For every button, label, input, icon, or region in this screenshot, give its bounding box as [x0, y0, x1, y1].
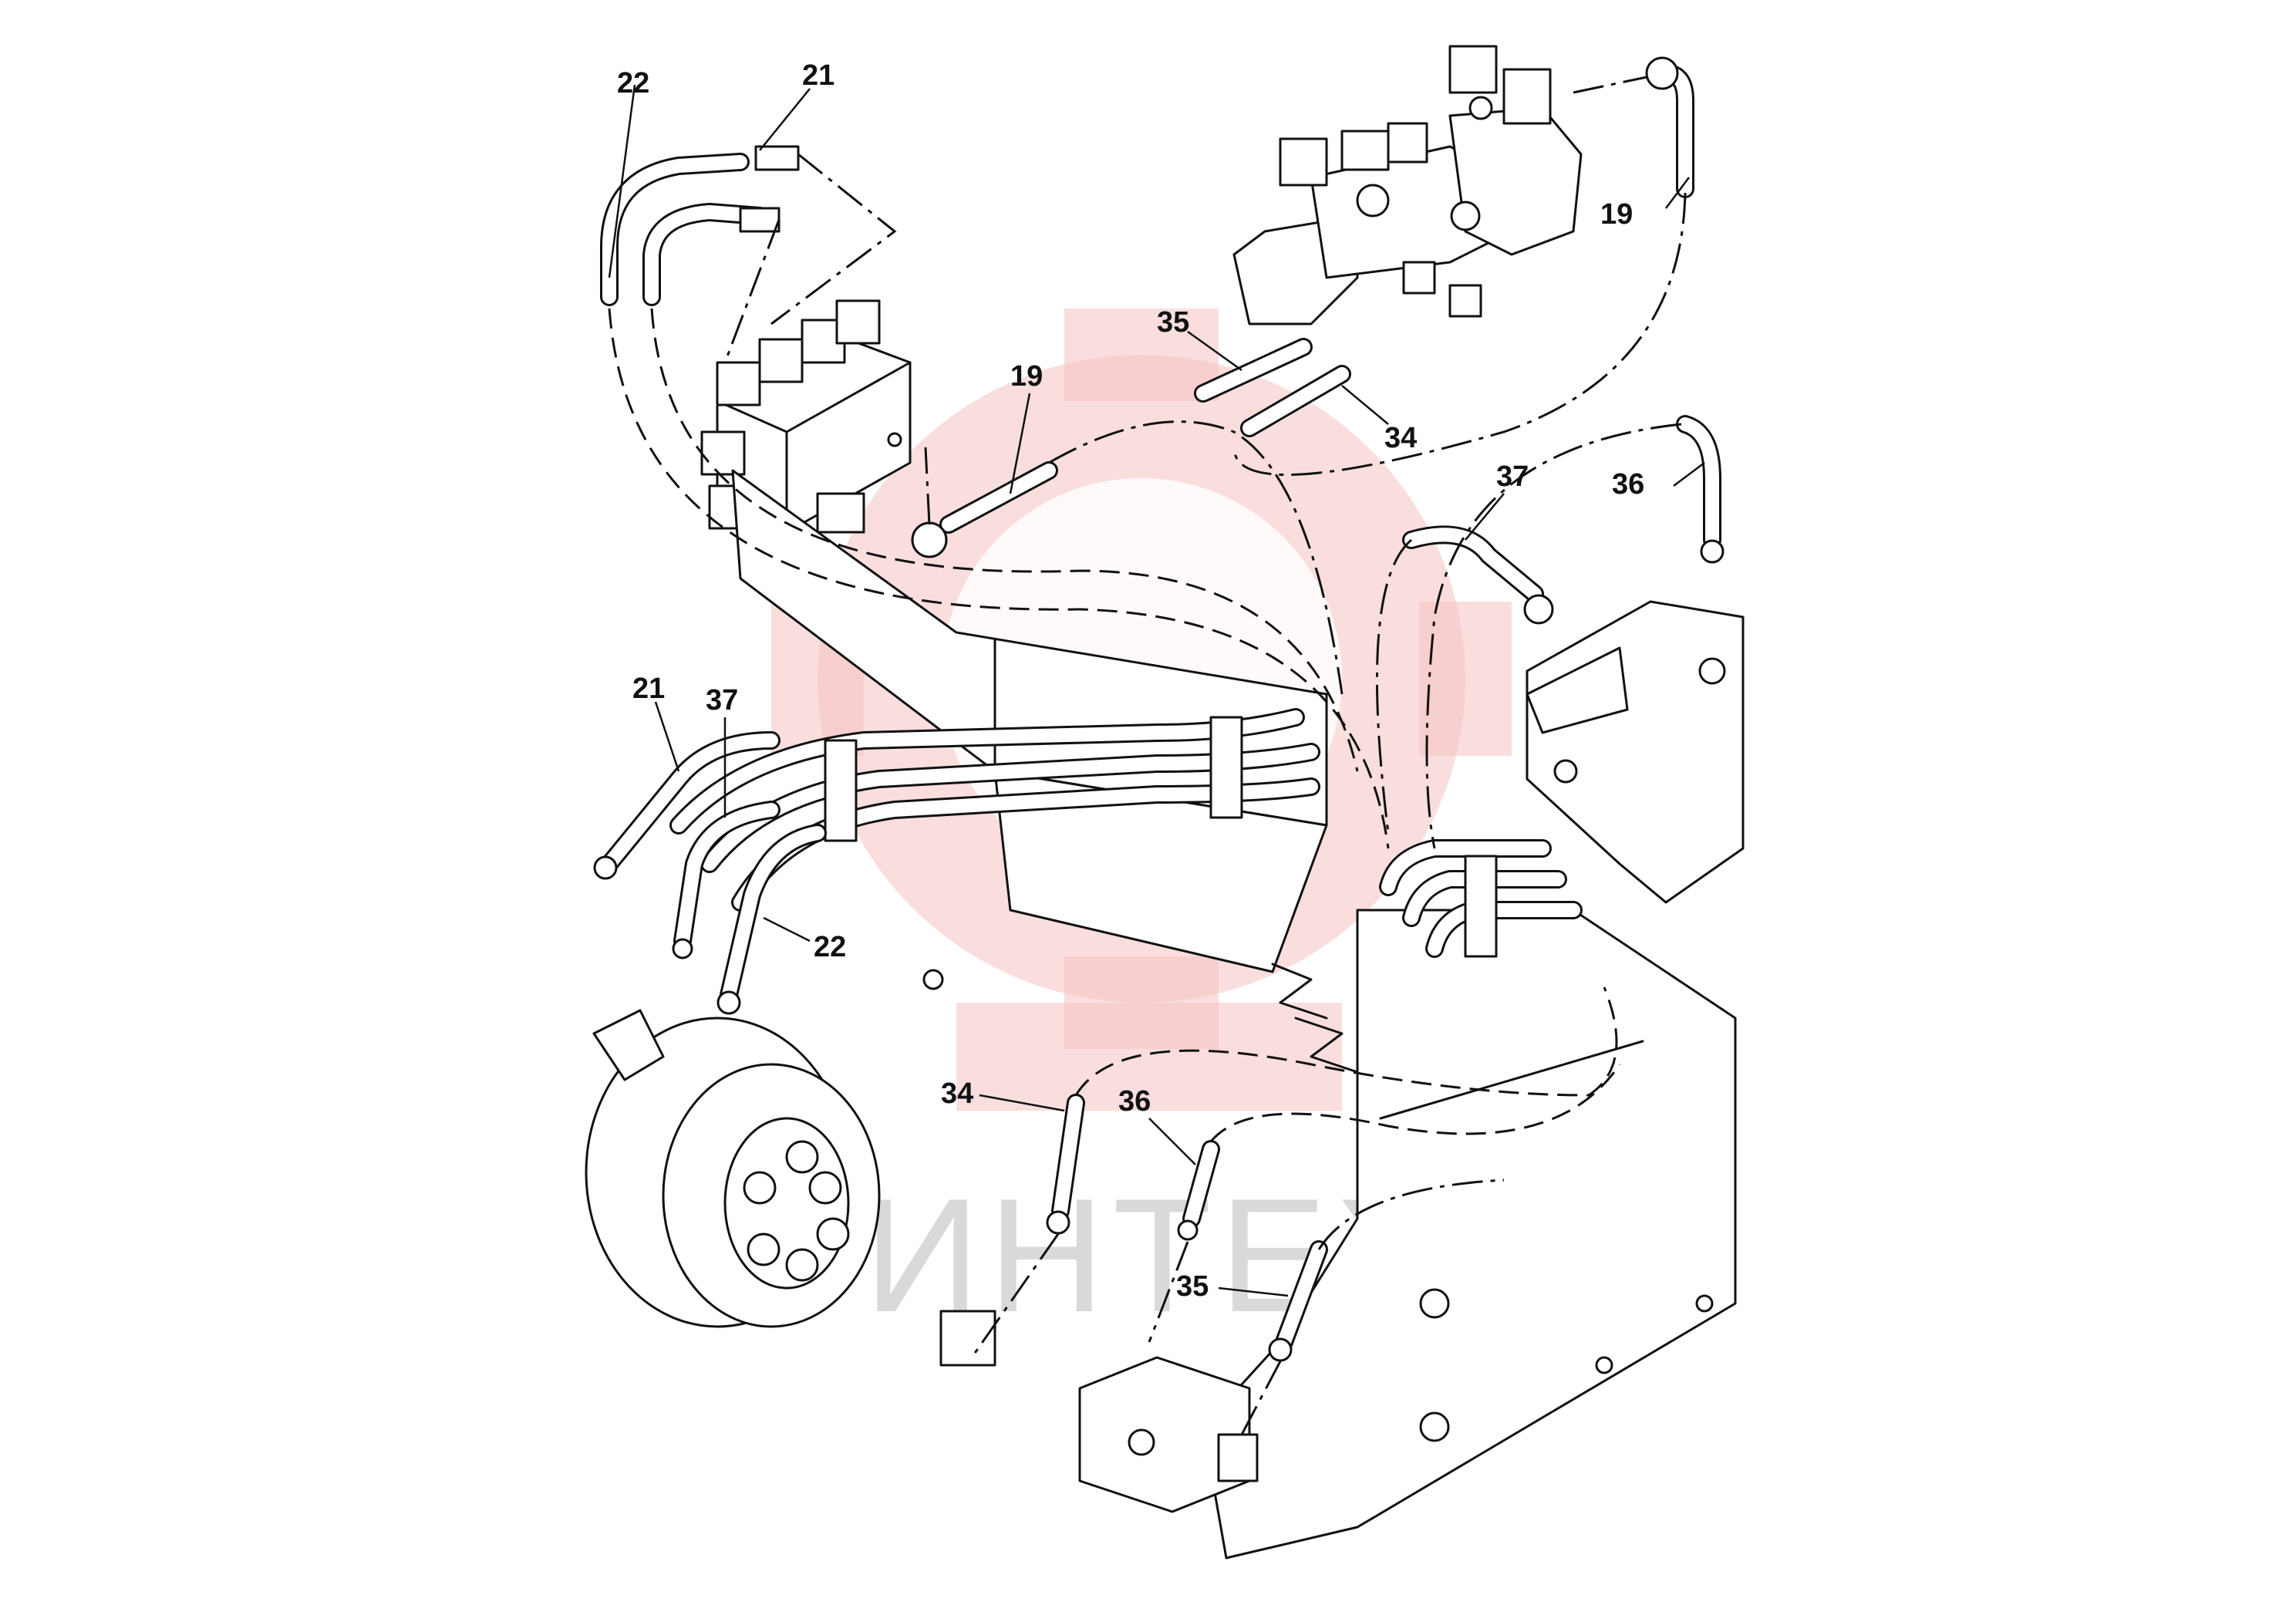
route-line-19-right: [1232, 192, 1687, 477]
callout-37: 37: [706, 684, 738, 717]
hose-36-bottom: [1177, 1140, 1220, 1241]
leader-19b: [1665, 177, 1690, 209]
leader-36a: [1673, 462, 1705, 487]
hose-22-top: [600, 153, 750, 306]
route-line-36-bottom: [1209, 1064, 1621, 1142]
route-line-35-bottom: [1317, 1179, 1505, 1250]
hose-35-bottom: [1268, 1240, 1328, 1362]
callout-35: 35: [1176, 1270, 1209, 1303]
leader-35a: [1187, 330, 1242, 372]
route-line-36: [1425, 423, 1682, 849]
route-line-34: [1074, 986, 1618, 1097]
route-line-35-lower: [1240, 1361, 1282, 1435]
hose-37-left: [672, 801, 781, 959]
route-line-36-lower: [1148, 1241, 1189, 1343]
fitting-21-top-a: [754, 145, 800, 171]
hose-clamp-b: [1209, 716, 1243, 819]
route-line-19-left: [1048, 420, 1344, 695]
frame-lower-body: [1202, 909, 1737, 1560]
callout-21: 21: [632, 673, 665, 705]
leader-35b: [1218, 1286, 1289, 1297]
callout-35: 35: [1157, 306, 1189, 339]
hose-clamp-a: [824, 739, 858, 842]
valve-block: [700, 299, 912, 534]
leader-22b: [763, 916, 811, 943]
leader-21a: [759, 88, 811, 151]
leader-34b: [979, 1094, 1065, 1112]
hose-34-bottom: [1046, 1094, 1085, 1235]
leader-37a: [1465, 493, 1505, 541]
route-line-19-valve: [924, 447, 931, 525]
hose-36-right: [1676, 415, 1725, 564]
callout-22: 22: [814, 931, 846, 963]
route-line-22-top: [723, 219, 781, 363]
hose-21-left: [593, 731, 781, 880]
hose-37-right: [1402, 525, 1554, 625]
callout-36: 36: [1612, 468, 1644, 501]
callout-34: 34: [941, 1077, 973, 1110]
leader-21b: [654, 701, 680, 772]
leader-19a: [1009, 393, 1031, 494]
hose-clamp-c: [1464, 855, 1498, 958]
route-line-21-top: [770, 153, 897, 325]
hose-34-top: [1240, 365, 1351, 437]
callout-19: 19: [1010, 360, 1043, 393]
route-line-37: [1375, 538, 1412, 834]
leader-36b: [1148, 1118, 1196, 1165]
route-line-34-lower: [970, 1233, 1060, 1358]
callout-37: 37: [1496, 460, 1529, 493]
break-line-b: [1294, 1017, 1359, 1074]
hose-35-top: [1194, 338, 1313, 403]
callout-22: 22: [617, 67, 649, 99]
hose-22-left: [716, 824, 827, 1015]
leader-34a: [1341, 385, 1389, 425]
route-line-22: [608, 308, 1390, 849]
callout-21: 21: [802, 59, 834, 92]
hose-19-left: [911, 461, 1058, 558]
wheel-motor: [585, 1009, 881, 1328]
route-line-21: [650, 308, 1359, 772]
break-line-a: [1271, 963, 1328, 1020]
leader-22a: [608, 84, 636, 278]
callout-19: 19: [1600, 198, 1633, 231]
callout-36: 36: [1118, 1085, 1151, 1118]
fitting-21-top-b: [739, 207, 781, 233]
callout-34: 34: [1384, 422, 1417, 454]
hydraulic-pump-assembly: [1232, 45, 1583, 325]
hose-21-top: [642, 203, 769, 306]
hose-19-right: [1645, 56, 1694, 198]
route-line-19-top: [1573, 76, 1647, 94]
mounting-bracket-right: [1526, 600, 1745, 904]
